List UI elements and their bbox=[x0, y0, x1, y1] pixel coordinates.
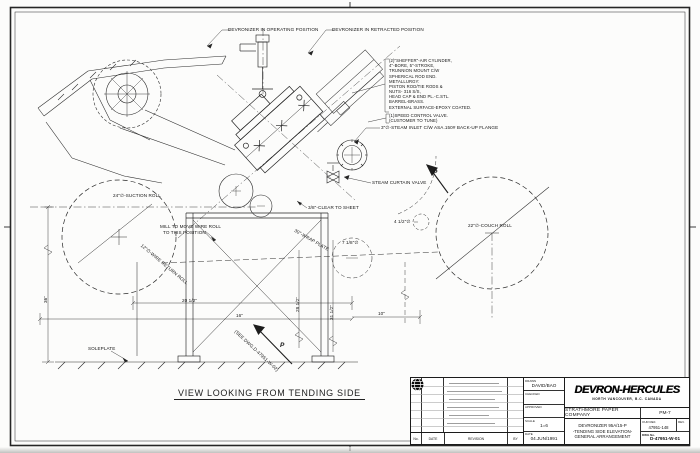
our-ref-label: OUR REF. bbox=[642, 419, 657, 424]
rev-col-revision: REVISION bbox=[445, 433, 508, 444]
devronizer-operating bbox=[231, 85, 325, 174]
approval-column: DRAWN DAVID/BAO CHECKED APPROVED SCALE 1… bbox=[524, 378, 565, 444]
air-cylinder-inclined bbox=[317, 100, 351, 133]
customer-name: STRATHMORE PAPER COMPANY bbox=[565, 408, 641, 418]
dim-28-1-2: 28 1/2" bbox=[294, 296, 300, 312]
label-mill-move-2: TO THIS POSITION bbox=[163, 229, 206, 235]
section-marker-p-top: P bbox=[433, 169, 438, 176]
dim-16: 16" bbox=[236, 313, 244, 318]
date-row: DATE 04.JUN/1991 bbox=[524, 432, 564, 444]
suction-roll bbox=[61, 179, 177, 295]
wire-run bbox=[161, 155, 439, 264]
machine-number: PM-7 bbox=[659, 410, 671, 416]
rev-label: REV. bbox=[678, 419, 685, 424]
floor-line bbox=[55, 361, 358, 370]
dimension-lines bbox=[37, 204, 423, 365]
label-steam-inlet: 3"∅-STEAM INLET C/W ASA.150# BACK-UP FLA… bbox=[381, 125, 499, 130]
steam-inlet-flange bbox=[336, 139, 368, 171]
rev-col-date: DATE bbox=[422, 433, 445, 444]
drawn-label: DRAWN bbox=[525, 378, 537, 383]
cylinder-note: (2)"SHEFFER"-AIR CYLINDER, 4"-BORE, 5"-S… bbox=[389, 58, 472, 110]
drawing-number-cell: DWG No. D-47951-W-01 bbox=[641, 432, 689, 444]
title-line-1: DEVRONIZER 95A/15-P bbox=[578, 423, 627, 429]
dim-31-1-2: 31 1/2" bbox=[328, 304, 334, 320]
title-block: No. DATE REVISION BY DRAWN DAVID/BAO CHE… bbox=[410, 377, 690, 445]
scale-label: SCALE bbox=[525, 418, 535, 423]
drawing-title-row: DEVRONIZER 95A/15-P -TENDING SIDE ELEVAT… bbox=[565, 419, 689, 444]
rev-col-no: No. bbox=[411, 433, 422, 444]
title-area: DEVRON-HERCULES NORTH VANCOUVER, B.C. CA… bbox=[411, 378, 689, 444]
machine-frame-left bbox=[37, 55, 227, 184]
logo-row: DEVRON-HERCULES NORTH VANCOUVER, B.C. CA… bbox=[411, 378, 689, 408]
steam-curtain-valve-symbol bbox=[326, 162, 340, 184]
label-couch-roll: 22"∅-COUCH ROLL bbox=[468, 223, 512, 228]
section-marker-p-bottom: P bbox=[280, 342, 285, 349]
label-mill-move-1: MILL TO MOVE WIRE ROLL bbox=[160, 224, 222, 229]
devronizer-retracted bbox=[315, 49, 385, 116]
checked-row: CHECKED bbox=[524, 391, 564, 405]
date-label: DATE bbox=[525, 432, 533, 437]
revision-header: No. DATE REVISION BY bbox=[411, 432, 523, 444]
drawn-value: DAVID/BAO bbox=[531, 382, 557, 388]
drawing-title: DEVRONIZER 95A/15-P -TENDING SIDE ELEVAT… bbox=[565, 419, 641, 444]
revision-entry bbox=[449, 383, 499, 385]
date-value: 04.JUN/1991 bbox=[530, 436, 558, 442]
rev-box: REV. bbox=[676, 419, 689, 431]
revision-entry bbox=[447, 407, 499, 409]
scale-row: SCALE 1=6 bbox=[524, 418, 564, 432]
approved-label: APPROVED bbox=[525, 405, 542, 410]
label-suction-roll: 24"∅-SUCTION ROLL bbox=[113, 193, 161, 198]
leader-lines bbox=[110, 29, 418, 362]
dim-20-1-2: 20 1/2" bbox=[182, 297, 198, 303]
dim-10: 10" bbox=[378, 311, 386, 316]
approved-row: APPROVED bbox=[524, 405, 564, 419]
title-line-2: -TENDING SIDE ELEVATION- bbox=[572, 428, 633, 434]
valve-note: (1)SPEED CONTROL VALVE. (CUSTOMER TO TUN… bbox=[389, 113, 449, 124]
pivot-assembly bbox=[92, 59, 236, 166]
company-logo-text: DEVRON-HERCULES bbox=[574, 384, 680, 396]
revision-entry bbox=[447, 391, 502, 393]
section-arrows bbox=[252, 164, 449, 365]
label-clear-to-sheet: 3/8"-CLEAR TO SHEET bbox=[308, 205, 359, 210]
company-location: NORTH VANCOUVER, B.C. CANADA bbox=[592, 397, 662, 401]
dim-7-1-8: 7 1/8"∅ bbox=[342, 240, 359, 245]
rev-col-by: BY bbox=[513, 436, 518, 441]
drawn-row: DRAWN DAVID/BAO bbox=[524, 378, 564, 392]
customer-row: STRATHMORE PAPER COMPANY PM-7 bbox=[565, 408, 689, 419]
revision-rows bbox=[411, 378, 523, 432]
scan-shadow bbox=[0, 447, 700, 453]
drawing-number: D-47951-W-01 bbox=[649, 435, 681, 441]
scale-value: 1=6 bbox=[540, 422, 548, 428]
couch-roll bbox=[435, 176, 550, 290]
checked-label: CHECKED bbox=[525, 391, 540, 396]
label-operating-position: DEVRONIZER IN OPERATING POSITION bbox=[228, 27, 319, 32]
our-ref-value: 47951-148 bbox=[648, 425, 669, 430]
dwg-label: DWG No. bbox=[642, 432, 655, 437]
label-steam-curtain-valve: STEAM CURTAIN VALVE bbox=[372, 180, 427, 185]
label-retracted-position: DEVRONIZER IN RETRACTED POSITION bbox=[332, 27, 424, 32]
leader-arrowheads bbox=[122, 43, 359, 363]
revision-entry bbox=[447, 423, 495, 425]
revision-table: No. DATE REVISION BY bbox=[411, 378, 524, 444]
dim-4-1-2: 4 1/2"∅ bbox=[394, 219, 411, 224]
revision-entry bbox=[449, 399, 495, 401]
devron-globe-icon bbox=[411, 378, 424, 391]
guide-rolls bbox=[218, 173, 430, 279]
label-soleplate: SOLEPLATE bbox=[88, 346, 116, 351]
title-line-3: GENERAL ARRANGEMENT bbox=[574, 434, 631, 440]
dim-36: 36" bbox=[43, 295, 48, 303]
view-caption: VIEW LOOKING FROM TENDING SIDE bbox=[174, 388, 365, 400]
support-frame bbox=[136, 212, 335, 363]
our-ref-cell: OUR REF. 47951-148 bbox=[641, 419, 676, 431]
reference-column: OUR REF. 47951-148 REV. DWG No. D-47951-… bbox=[641, 419, 689, 444]
air-cylinder bbox=[239, 34, 273, 98]
sheet-border bbox=[4, 2, 696, 451]
revision-entry bbox=[449, 415, 489, 417]
